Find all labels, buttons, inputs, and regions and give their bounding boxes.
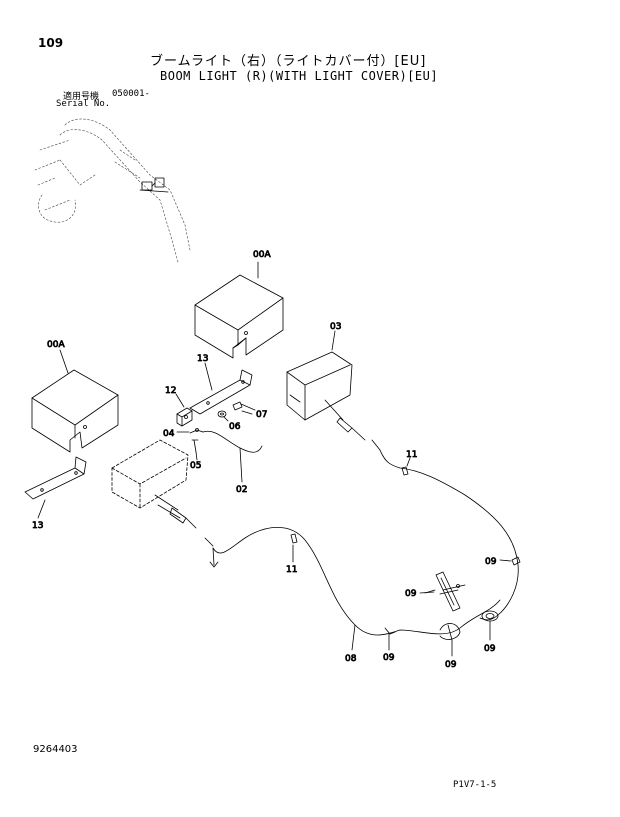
callout-12: 12 xyxy=(165,386,176,396)
leader-08 xyxy=(351,624,356,651)
light-cover-upper xyxy=(194,274,284,359)
callout-03: 03 xyxy=(330,322,341,332)
leader-07 xyxy=(241,410,253,415)
callout-13-bottom: 13 xyxy=(32,521,43,531)
leader-06 xyxy=(223,416,229,422)
clip-11-top xyxy=(401,466,409,476)
callout-09-d: 09 xyxy=(383,653,395,663)
lamp-lower xyxy=(111,439,189,509)
leader-09-a xyxy=(499,559,512,562)
leader-12 xyxy=(175,393,185,408)
bracket-lower xyxy=(24,456,87,500)
harness-08 xyxy=(212,527,501,636)
light-cover-lower xyxy=(31,369,119,453)
callout-13-top: 13 xyxy=(197,354,208,364)
callout-08: 08 xyxy=(345,654,357,664)
leader-03 xyxy=(331,330,336,351)
serial-label-jp: 適用号機 xyxy=(63,92,100,102)
leader-02 xyxy=(239,447,243,483)
callout-11-mid: 11 xyxy=(286,565,297,575)
clamp-09-e xyxy=(439,623,461,641)
leader-00a-left xyxy=(59,349,69,374)
screw-05 xyxy=(191,439,199,453)
page-code: P1V7-1-5 xyxy=(453,780,497,790)
clamp-09-d xyxy=(384,627,396,635)
part-12-rubber xyxy=(176,407,193,427)
excavator-boom-sketch xyxy=(34,118,191,263)
leader-05 xyxy=(195,451,198,461)
serial-value: 050001- xyxy=(112,89,150,99)
clamp-plate xyxy=(435,571,466,612)
callout-09-a: 09 xyxy=(485,557,497,567)
callout-02: 02 xyxy=(236,485,247,495)
leader-11-top xyxy=(406,457,411,467)
callout-09-c: 09 xyxy=(484,644,496,654)
lamp-03 xyxy=(286,351,353,421)
callout-05: 05 xyxy=(190,461,201,471)
lamp-lower-connector xyxy=(154,494,214,547)
clamp-09-a xyxy=(511,556,521,566)
light-location-mark xyxy=(139,177,169,193)
title-english: BOOM LIGHT (R)(WITH LIGHT COVER)[EU] xyxy=(160,69,439,83)
callout-04: 04 xyxy=(163,429,175,439)
callout-06: 06 xyxy=(229,422,241,432)
document-number: 9264403 xyxy=(33,744,78,755)
page-number: 109 xyxy=(38,36,64,50)
washer-06 xyxy=(217,410,227,418)
callout-07: 07 xyxy=(256,410,267,420)
lamp-03-connector xyxy=(324,399,381,451)
callout-00a-top: 00A xyxy=(253,250,271,260)
clip-11-mid xyxy=(290,533,298,544)
harness-upper-route xyxy=(379,449,519,621)
title-japanese: ブームライト（右）（ライトカバー付）[EU] xyxy=(150,54,427,69)
leader-13-bottom xyxy=(37,499,46,519)
callout-09-e: 09 xyxy=(445,660,457,670)
callout-09-b: 09 xyxy=(405,589,417,599)
harness-02 xyxy=(202,430,263,453)
leader-13-top xyxy=(204,362,213,391)
leader-09-b xyxy=(419,591,435,594)
terminal-04 xyxy=(189,428,204,434)
callout-00a-left: 00A xyxy=(47,340,65,350)
bolt-07 xyxy=(232,401,256,411)
serial-label-en: Serial No. xyxy=(56,99,111,109)
callout-11-top: 11 xyxy=(406,450,417,460)
bracket-upper xyxy=(189,369,253,415)
harness-08-end-arrow xyxy=(209,547,219,568)
